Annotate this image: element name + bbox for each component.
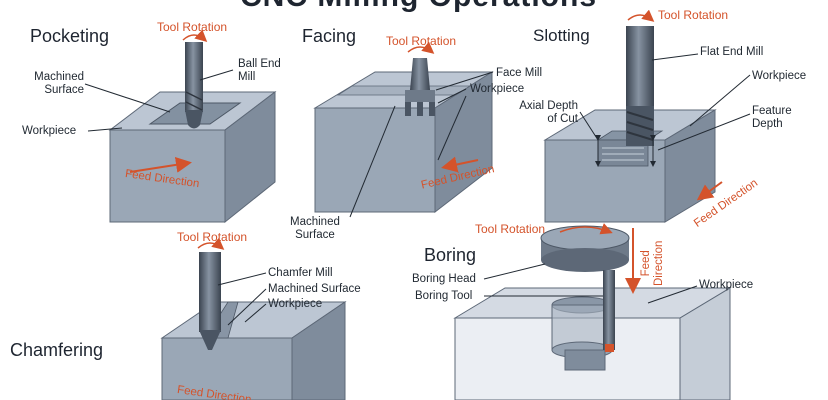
slotting-tool-rotation-label: Tool Rotation <box>658 8 729 22</box>
facing-block <box>313 71 494 214</box>
chamfer-mill-icon <box>197 237 225 350</box>
facing-heading: Facing <box>302 26 357 46</box>
chamfering-machined-surface-label: Machined Surface <box>268 283 361 295</box>
facing-feed-arrow <box>441 156 479 173</box>
chamfering-tool-rotation-label: Tool Rotation <box>177 230 248 244</box>
slotting-feed-arrow <box>696 181 723 201</box>
pocketing-block <box>108 90 277 224</box>
chamfering-workpiece-label: Workpiece <box>268 298 323 310</box>
chamfer-mill-label: Chamfer Mill <box>268 267 333 279</box>
slotting-leaders <box>579 53 751 151</box>
ball-end-mill-label: Ball End Mill <box>238 58 281 83</box>
ball-end-mill-icon <box>182 29 208 129</box>
slotting-block <box>543 109 717 223</box>
chamfering-leaders <box>217 272 267 326</box>
boring-workpiece <box>453 287 732 400</box>
pocketing-tool-rotation-label: Tool Rotation <box>157 20 228 34</box>
boring-tool-rotation-label: Tool Rotation <box>475 222 546 236</box>
pocketing-machined-surface-label: Machined Surface <box>34 71 84 96</box>
boring-head-icon <box>540 223 630 352</box>
face-mill-label: Face Mill <box>496 67 543 79</box>
diagram-title: CNC Milling Operations <box>240 0 597 14</box>
flat-end-mill-label: Flat End Mill <box>700 46 764 58</box>
pocketing-feed-arrow <box>129 156 192 173</box>
feature-depth-label: Feature Depth <box>752 105 792 130</box>
boring-leaders <box>483 263 698 304</box>
facing-machined-surface-label: Machined Surface <box>290 216 340 241</box>
pocketing-heading: Pocketing <box>30 26 110 46</box>
face-mill-icon <box>405 41 435 116</box>
facing-workpiece-label: Workpiece <box>470 83 525 95</box>
boring-head-label: Boring Head <box>412 273 476 285</box>
chamfering-heading: Chamfering <box>10 340 104 360</box>
boring-workpiece-label: Workpiece <box>699 279 754 291</box>
slotting-heading: Slotting <box>533 26 590 45</box>
facing-leaders <box>349 71 494 218</box>
flat-end-mill-icon <box>626 9 655 146</box>
boring-tool-label: Boring Tool <box>415 290 473 302</box>
boring-heading: Boring <box>424 245 477 265</box>
facing-tool-rotation-label: Tool Rotation <box>386 34 457 48</box>
slotting-dimension-lines <box>595 135 656 167</box>
axial-depth-label: Axial Depth of Cut <box>519 100 578 125</box>
slotting-workpiece-label: Workpiece <box>752 70 807 82</box>
boring-feed-direction-label: Feed Direction <box>640 240 665 286</box>
pocketing-leaders <box>84 69 234 132</box>
pocketing-workpiece-label: Workpiece <box>22 125 77 137</box>
